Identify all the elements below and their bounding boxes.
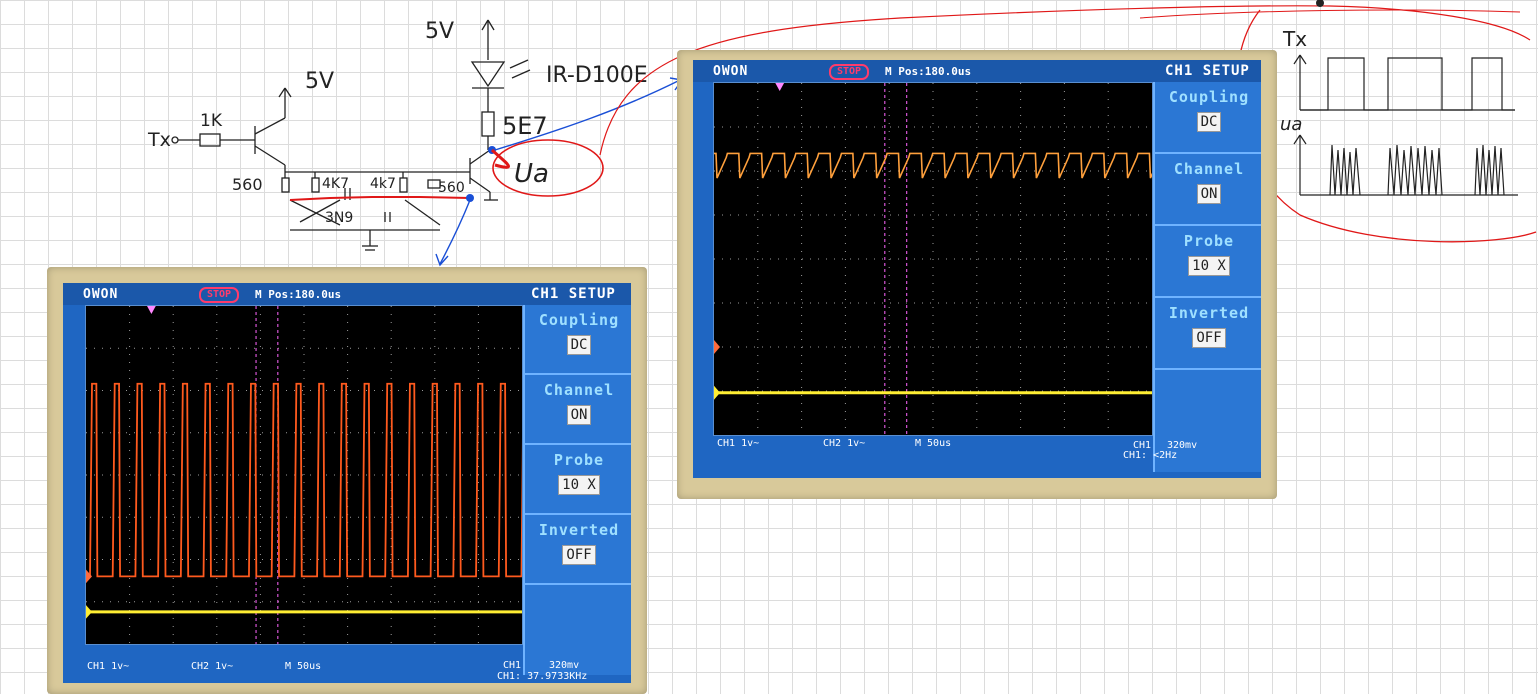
scope-left-run-state[interactable]: STOP bbox=[199, 287, 240, 303]
scope-right-run-state[interactable]: STOP bbox=[829, 64, 870, 80]
scope-right-frequency: CH1: <2Hz bbox=[1123, 450, 1178, 461]
ch2-marker bbox=[714, 385, 720, 400]
sketch-tx-label: Tx bbox=[1282, 27, 1307, 51]
bias-left-label: 560 bbox=[232, 175, 263, 194]
ch2-marker bbox=[86, 605, 92, 619]
scope-right-trigger-level: 320mv bbox=[1167, 440, 1198, 451]
trigger-marker bbox=[147, 306, 156, 314]
capacitor-label: 3N9 bbox=[325, 210, 353, 226]
scope-right-screen: OWON STOP M Pos:180.0us CH1 SETUP Coupli… bbox=[693, 60, 1261, 478]
scope-left-ch2-scale: CH2 1v~ bbox=[191, 661, 234, 672]
scope-left-brand: OWON bbox=[83, 287, 119, 302]
scope-left-plot bbox=[85, 305, 530, 645]
scope-right-menu-title: CH1 SETUP bbox=[1165, 63, 1250, 79]
ch1-trace bbox=[714, 152, 1162, 179]
scope-right-menu-channel[interactable]: Channel ON bbox=[1155, 154, 1261, 226]
scope-left-timebase: M 50us bbox=[285, 661, 322, 672]
scope-right-menu-coupling[interactable]: Coupling DC bbox=[1155, 82, 1261, 154]
scope-right-ch1-scale: CH1 1v~ bbox=[717, 438, 760, 449]
bias-right-label: 560 bbox=[438, 180, 465, 196]
scope-left-mpos: M Pos:180.0us bbox=[255, 288, 342, 301]
scope-right: OWON STOP M Pos:180.0us CH1 SETUP Coupli… bbox=[677, 50, 1277, 499]
scope-left-trigger-channel: CH1 bbox=[503, 660, 522, 671]
scope-left-waveform bbox=[86, 306, 530, 644]
supply-mid-label: 5V bbox=[305, 69, 334, 94]
scope-right-trigger-channel: CH1 bbox=[1133, 440, 1152, 451]
scope-right-ch2-scale: CH2 1v~ bbox=[823, 438, 866, 449]
trigger-marker bbox=[775, 83, 785, 91]
scope-right-brand: OWON bbox=[713, 64, 749, 79]
feedback-right-label: 4k7 bbox=[370, 176, 396, 192]
scope-left-menu-probe[interactable]: Probe 10 X bbox=[525, 445, 631, 515]
sketch-ua-label: ua bbox=[1280, 114, 1302, 135]
scope-left-menu-inverted[interactable]: Inverted OFF bbox=[525, 515, 631, 585]
scope-left-menu-title: CH1 SETUP bbox=[531, 286, 616, 302]
scope-right-menu-inverted[interactable]: Inverted OFF bbox=[1155, 298, 1261, 370]
scope-left-menu: Coupling DC Channel ON Probe 10 X Invert… bbox=[523, 305, 631, 675]
feedback-left-label: 4K7 bbox=[322, 176, 349, 192]
scope-right-menu: Coupling DC Channel ON Probe 10 X Invert… bbox=[1153, 82, 1261, 472]
scope-right-menu-probe[interactable]: Probe 10 X bbox=[1155, 226, 1261, 298]
input-label: Tx bbox=[147, 129, 171, 151]
supply-top-label: 5V bbox=[425, 19, 454, 44]
input-resistor-label: 1K bbox=[200, 111, 223, 131]
ch1-trace bbox=[86, 382, 530, 578]
scope-left: OWON STOP M Pos:180.0us CH1 SETUP Coupli… bbox=[47, 267, 647, 694]
scope-right-waveform bbox=[714, 83, 1162, 435]
output-label: Ua bbox=[514, 159, 549, 189]
scope-left-trigger-level: 320mv bbox=[549, 660, 580, 671]
scope-left-menu-coupling[interactable]: Coupling DC bbox=[525, 305, 631, 375]
led-part-label: IR-D100E bbox=[546, 63, 648, 88]
ch1-marker bbox=[86, 569, 92, 584]
scope-left-screen: OWON STOP M Pos:180.0us CH1 SETUP Coupli… bbox=[63, 283, 631, 683]
scope-right-timebase: M 50us bbox=[915, 438, 952, 449]
scope-left-menu-channel[interactable]: Channel ON bbox=[525, 375, 631, 445]
scope-right-plot bbox=[713, 82, 1162, 436]
scope-left-ch1-scale: CH1 1v~ bbox=[87, 661, 130, 672]
scope-right-mpos: M Pos:180.0us bbox=[885, 65, 972, 78]
ch1-marker bbox=[714, 339, 720, 355]
scope-left-frequency: CH1: 37.9733KHz bbox=[497, 671, 588, 682]
